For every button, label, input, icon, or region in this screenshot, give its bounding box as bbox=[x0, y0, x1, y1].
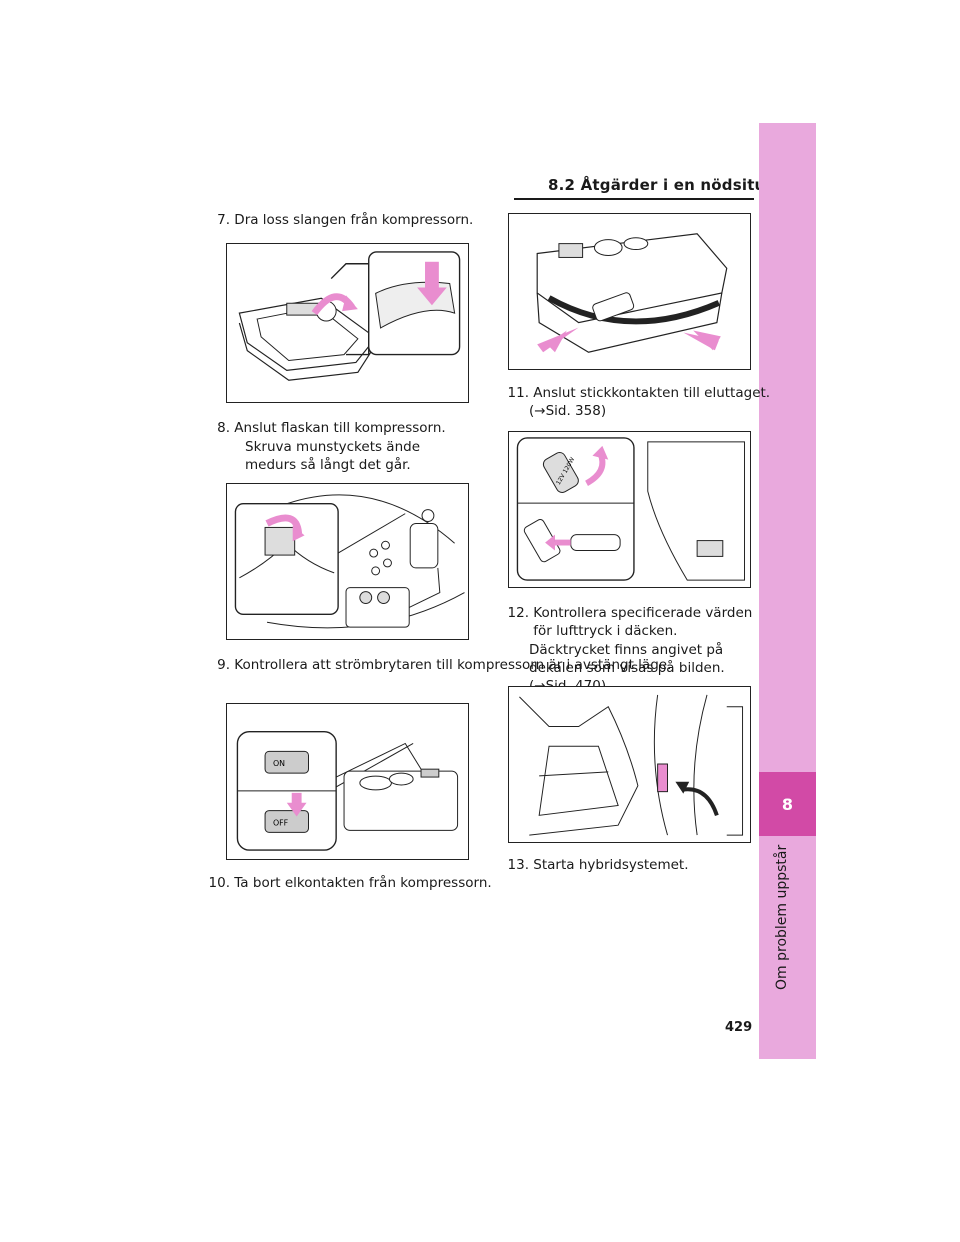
chapter-number: 8 bbox=[759, 772, 816, 836]
header-rule bbox=[514, 198, 754, 200]
figure-disconnect-hose bbox=[226, 243, 469, 403]
step-12: 12. Kontrollera specificerade värden för… bbox=[507, 605, 753, 639]
compressor-hose-illustration bbox=[238, 251, 461, 381]
page-number: 429 bbox=[725, 1020, 753, 1035]
step-8-detail: Skruva munstyckets ände medurs så långt … bbox=[245, 439, 421, 473]
step-8: 8. Anslut flaskan till kompressorn. bbox=[217, 420, 446, 436]
section-title: 8.2 Åtgärder i en nödsituation bbox=[548, 176, 810, 194]
switch-off-label: OFF bbox=[273, 818, 289, 827]
figure-remove-plug bbox=[508, 213, 751, 370]
figure-power-outlet: 12V 120W bbox=[508, 431, 751, 588]
figure-switch-off: ON OFF bbox=[226, 703, 469, 860]
step-13: 13. Starta hybridsystemet. bbox=[507, 857, 689, 873]
door-pillar-sticker-illustration bbox=[519, 694, 744, 836]
step-7: 7. Dra loss slangen från kompressorn. bbox=[217, 212, 474, 228]
step-9: 9. Kontrollera att strömbrytaren till ko… bbox=[217, 657, 672, 673]
step-11-page-ref[interactable]: (→Sid. 358) bbox=[529, 403, 607, 419]
chapter-title: Om problem uppstår bbox=[774, 844, 790, 990]
power-switch-illustration: ON OFF bbox=[236, 730, 459, 851]
step-11: 11. Anslut stickkontakten till eluttaget… bbox=[507, 385, 771, 401]
chapter-side-tab bbox=[759, 123, 816, 1059]
compressor-plug-illustration bbox=[536, 233, 728, 353]
figure-connect-bottle bbox=[226, 483, 469, 640]
switch-on-label: ON bbox=[273, 759, 285, 768]
power-outlet-illustration: 12V 120W bbox=[516, 437, 746, 581]
figure-tire-label bbox=[508, 686, 751, 843]
step-10: 10. Ta bort elkontakten från kompressorn… bbox=[208, 875, 492, 891]
bottle-connection-illustration bbox=[234, 494, 465, 629]
